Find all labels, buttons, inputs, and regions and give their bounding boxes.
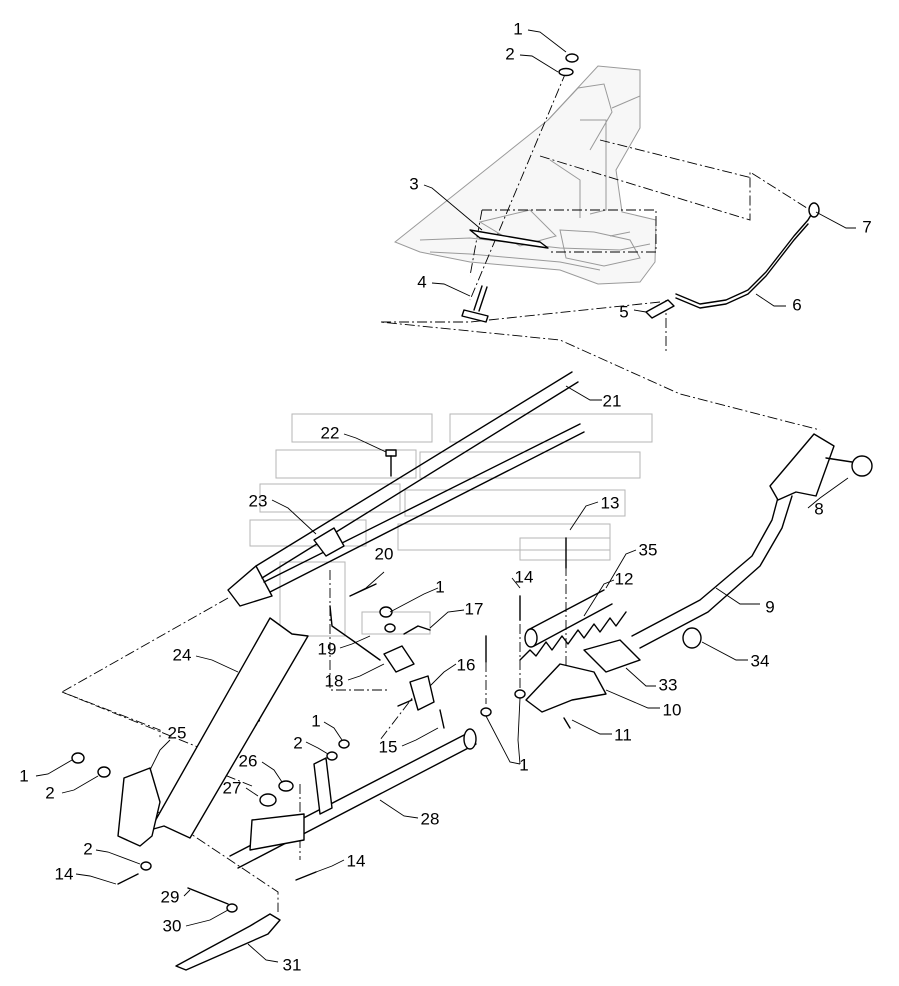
wire-19: [329, 605, 381, 661]
callout-label: 2: [45, 783, 54, 802]
bracket-16: [409, 675, 435, 711]
callout-label: 1: [435, 577, 444, 596]
callout-label: 35: [639, 540, 658, 559]
bolt-15: [439, 709, 445, 729]
callout-label: 1: [513, 19, 522, 38]
bolt-14-right: [295, 871, 317, 881]
callout-label: 23: [249, 491, 268, 510]
callout-label: 14: [347, 851, 366, 870]
callout-label: 26: [239, 751, 258, 770]
washer-left-low: [140, 861, 152, 871]
shoe-25: [117, 767, 161, 847]
washer-mid: [326, 751, 338, 761]
nut-mid: [338, 739, 350, 749]
nut-left: [71, 752, 85, 764]
callout-label: 19: [318, 639, 337, 658]
callout-label: 18: [325, 671, 344, 690]
callout-label: 3: [409, 174, 418, 193]
nut-8: [825, 455, 873, 477]
callout-label: 14: [515, 567, 534, 586]
hub-10: [525, 663, 607, 713]
callout-label: 4: [417, 272, 426, 291]
rods-21: [227, 371, 585, 607]
callout-label: 33: [659, 675, 678, 694]
ring-7: [808, 202, 820, 218]
callout-label: 24: [173, 645, 192, 664]
stud-16: [397, 699, 413, 707]
spacer-27: [259, 793, 277, 807]
callout-label: 30: [163, 916, 182, 935]
spacer-26: [278, 780, 294, 792]
callout-label: 15: [379, 737, 398, 756]
arm-9: [631, 433, 835, 649]
callout-label: 22: [321, 423, 340, 442]
spring-12: [519, 611, 627, 661]
tube-35: [524, 589, 613, 648]
callout-label: 25: [168, 723, 187, 742]
callout-label: 6: [792, 295, 801, 314]
callout-label: 1: [519, 755, 528, 774]
nut-center-a: [480, 707, 492, 717]
bracket-18: [383, 645, 415, 673]
callout-label: 20: [375, 544, 394, 563]
bolt-14-left: [117, 873, 139, 885]
callout-label: 5: [619, 302, 628, 321]
callout-label: 2: [293, 733, 302, 752]
pin-34: [682, 627, 702, 649]
nut-center-b: [514, 689, 526, 699]
callout-label: 2: [505, 44, 514, 63]
tine-31: [175, 913, 281, 971]
chain-6: [675, 209, 815, 309]
washer-30: [226, 903, 238, 913]
callout-label: 12: [615, 569, 634, 588]
bolt-4: [461, 285, 489, 323]
callout-label: 8: [814, 499, 823, 518]
bolt-29: [187, 887, 229, 905]
callout-label: 13: [601, 493, 620, 512]
callout-label: 16: [457, 655, 476, 674]
callout-label: 34: [751, 651, 770, 670]
callout-label: 10: [663, 700, 682, 719]
callout-label: 28: [421, 809, 440, 828]
callout-label: 29: [161, 887, 180, 906]
callout-label: 9: [765, 597, 774, 616]
callout-label: 14: [55, 864, 74, 883]
callout-label: 31: [283, 955, 302, 974]
plate-5: [645, 299, 675, 319]
leader-lines: [35, 29, 856, 963]
reference-tiles: [249, 413, 653, 637]
clip-17: [403, 625, 431, 635]
callout-label: 1: [311, 711, 320, 730]
bolt-22: [385, 449, 397, 477]
callout-label: 7: [862, 217, 871, 236]
callout-label: 1: [19, 766, 28, 785]
washer-near-17: [384, 623, 396, 633]
top-nut-and-washer: [558, 53, 579, 77]
callout-label: 2: [83, 839, 92, 858]
washer-left: [97, 766, 111, 778]
arm-28: [229, 728, 477, 869]
callout-label: 11: [614, 725, 632, 744]
callout-label: 17: [465, 599, 484, 618]
latch-33: [583, 639, 641, 673]
callout-label: 21: [603, 391, 622, 410]
clamp-23: [313, 527, 345, 557]
machine-body-outline: [394, 65, 657, 285]
nut-near-17: [379, 606, 393, 618]
bolt-11: [563, 717, 571, 729]
callout-label: 27: [223, 778, 242, 797]
knife-plate-3: [469, 229, 549, 249]
